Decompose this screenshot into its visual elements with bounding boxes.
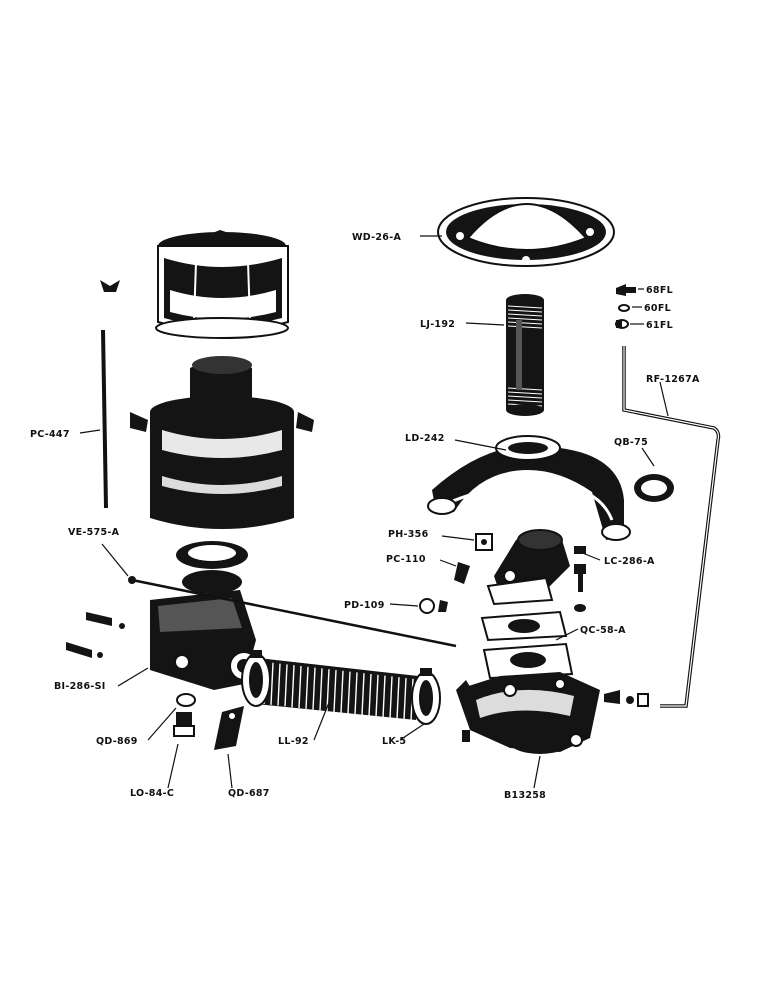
small-hardware xyxy=(615,284,636,329)
label-qd-869: QD-869 xyxy=(96,736,138,747)
label-ll-92: LL-92 xyxy=(278,736,309,747)
label-60fl: 60FL xyxy=(644,303,671,314)
hose-clamps xyxy=(241,650,441,725)
label-61fl: 61FL xyxy=(646,320,673,331)
nut-pd-109 xyxy=(419,598,448,614)
carburetor-b13258 xyxy=(456,672,600,754)
bolt-right xyxy=(574,564,586,612)
choke-rod xyxy=(131,578,457,648)
label-bi-286-si: BI-286-SI xyxy=(54,681,106,692)
label-qb-75: QB-75 xyxy=(614,437,648,448)
label-rf-1267a: RF-1267A xyxy=(646,374,700,385)
wing-nut xyxy=(100,280,120,292)
plug-lo-84-c xyxy=(173,712,195,737)
bolts-left xyxy=(66,612,125,658)
label-pd-109: PD-109 xyxy=(344,600,385,611)
label-pc-447: PC-447 xyxy=(30,429,70,440)
manifold-ld-242 xyxy=(427,435,631,541)
gasket-qc-58-a xyxy=(480,610,574,680)
part-labels: WD-26-A LJ-192 68FL 60FL 61FL RF-1267A L… xyxy=(30,232,700,801)
label-qc-58-a: QC-58-A xyxy=(580,625,626,636)
label-68fl: 68FL xyxy=(646,285,673,296)
label-wd-26-a: WD-26-A xyxy=(352,232,401,243)
cover-wd-26-a xyxy=(437,197,615,267)
elbow-lc-286-a xyxy=(486,529,586,606)
label-lj-192: LJ-192 xyxy=(420,319,455,330)
strap-qd-687 xyxy=(214,706,244,750)
label-lo-84-c: LO-84-C xyxy=(130,788,174,799)
gasket-ring xyxy=(176,541,248,569)
leader-lines xyxy=(79,235,669,789)
label-lc-286-a: LC-286-A xyxy=(604,556,655,567)
fuel-fitting xyxy=(604,690,649,707)
label-pc-110: PC-110 xyxy=(386,554,426,565)
stud-pc-110 xyxy=(454,562,470,584)
air-cleaner-body xyxy=(130,356,314,529)
fuel-tube-rf-1267a xyxy=(622,346,721,708)
washer-qd-869 xyxy=(176,693,196,707)
label-b13258: B13258 xyxy=(504,790,546,801)
hose-ll-92 xyxy=(256,658,418,721)
label-lk-5: LK-5 xyxy=(382,736,406,747)
label-ph-356: PH-356 xyxy=(388,529,429,540)
air-cleaner-cap xyxy=(155,230,289,339)
label-ld-242: LD-242 xyxy=(405,433,445,444)
pipe-lj-192 xyxy=(506,294,544,416)
rod-pc-447 xyxy=(101,329,108,509)
label-ve-575-a: VE-575-A xyxy=(68,527,120,538)
ring-qb-75 xyxy=(634,474,674,502)
label-qd-687: QD-687 xyxy=(228,788,270,799)
